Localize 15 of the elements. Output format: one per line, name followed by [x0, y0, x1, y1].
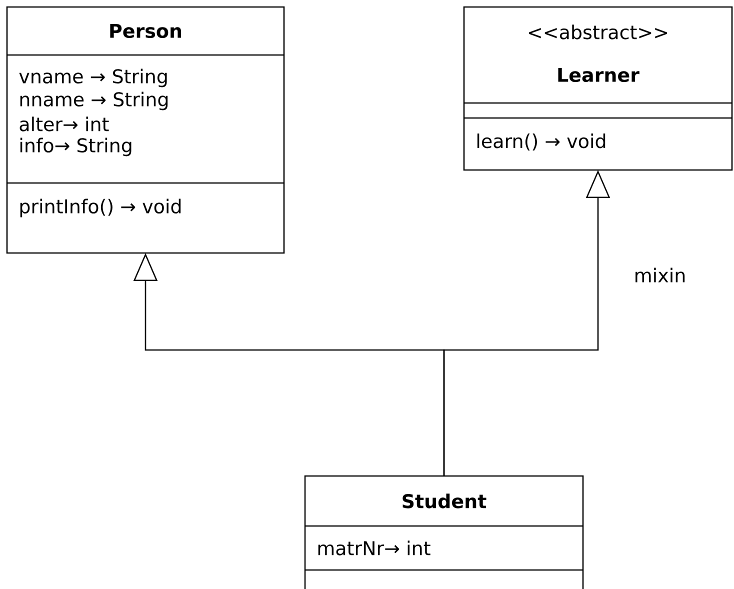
class-box	[463, 6, 733, 171]
stereotype-label: <<abstract>>	[528, 24, 668, 40]
method-text: learn() → void	[477, 134, 606, 150]
attribute-text: info→ String	[20, 138, 132, 156]
attribute-text: matrNr→ int	[318, 540, 430, 556]
edge-label: mixin	[632, 266, 688, 284]
attribute-text: alter→ int	[20, 116, 109, 132]
class-name: Learner	[558, 68, 640, 82]
class-box	[6, 6, 285, 254]
class-name: Person	[110, 24, 182, 38]
attribute-text: nname → String	[20, 92, 168, 110]
method-text: printInfo() → void	[20, 198, 181, 218]
class-box	[304, 475, 584, 589]
class-name: Student	[402, 494, 486, 508]
attribute-text: vname → String	[19, 68, 167, 88]
